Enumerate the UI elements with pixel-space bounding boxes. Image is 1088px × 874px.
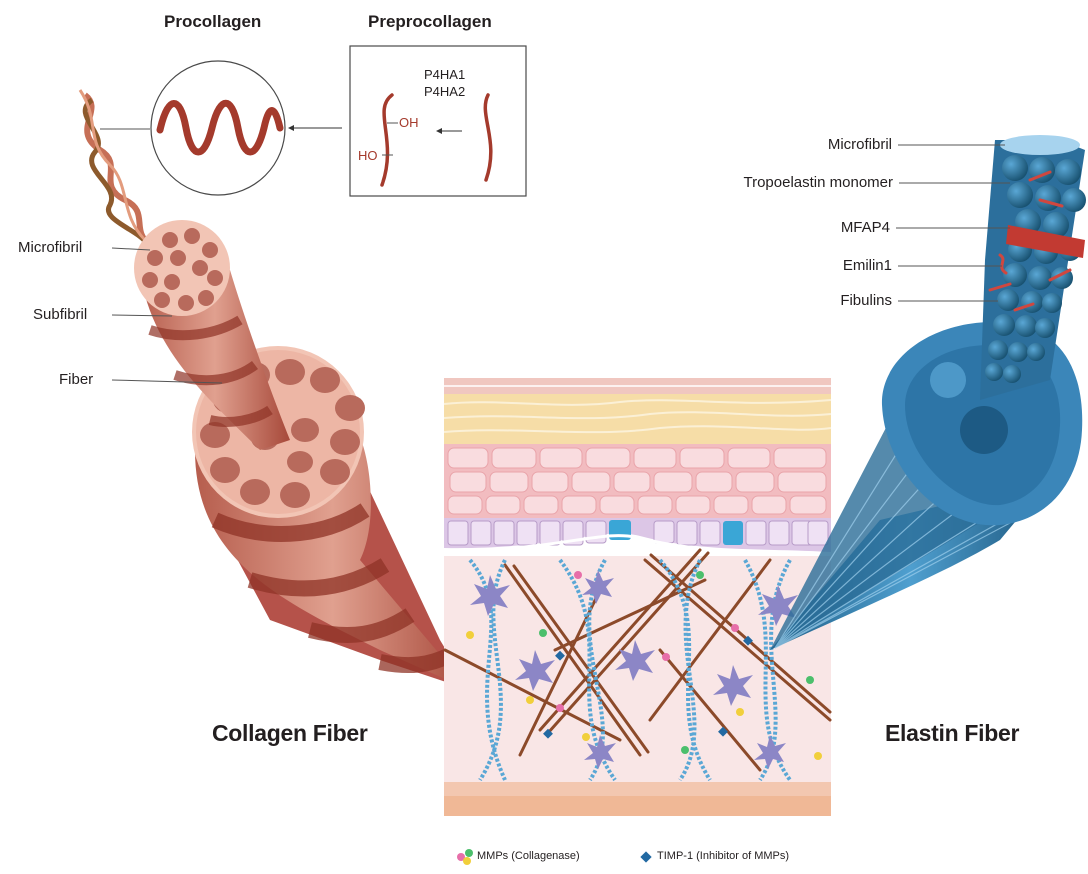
oh-group-label: OH [399,115,419,130]
preprocollagen-title: Preprocollagen [368,12,492,32]
enzyme-label-2: P4HA2 [424,84,465,99]
tropoelastin-monomer-label: Tropoelastin monomer [743,174,893,192]
collagen-fiber-illustration [134,220,470,690]
fibulins-label: Fibulins [840,292,892,310]
procollagen-panel [100,61,285,195]
legend-mmps-label: MMPs (Collagenase) [477,850,580,862]
elastin-microfibril-label: Microfibril [828,136,892,154]
enzyme-label-1: P4HA1 [424,67,465,82]
emilin1-label: Emilin1 [843,257,892,275]
elastin-fiber-title: Elastin Fiber [885,720,1019,747]
legend-timp-icon [640,851,651,862]
skin-cross-section [444,378,831,816]
collagen-subfibril-label: Subfibril [33,306,87,324]
collagen-fiber-title: Collagen Fiber [212,720,368,747]
collagen-fiber-label: Fiber [59,371,93,389]
collagen-helix [80,90,150,245]
collagen-microfibril-label: Microfibril [18,239,82,257]
mfap4-label: MFAP4 [841,219,890,237]
ho-group-label: HO [358,148,378,163]
legend-mmps-icon [457,849,473,865]
legend-timp-label: TIMP-1 (Inhibitor of MMPs) [657,850,789,862]
procollagen-title: Procollagen [164,12,261,32]
